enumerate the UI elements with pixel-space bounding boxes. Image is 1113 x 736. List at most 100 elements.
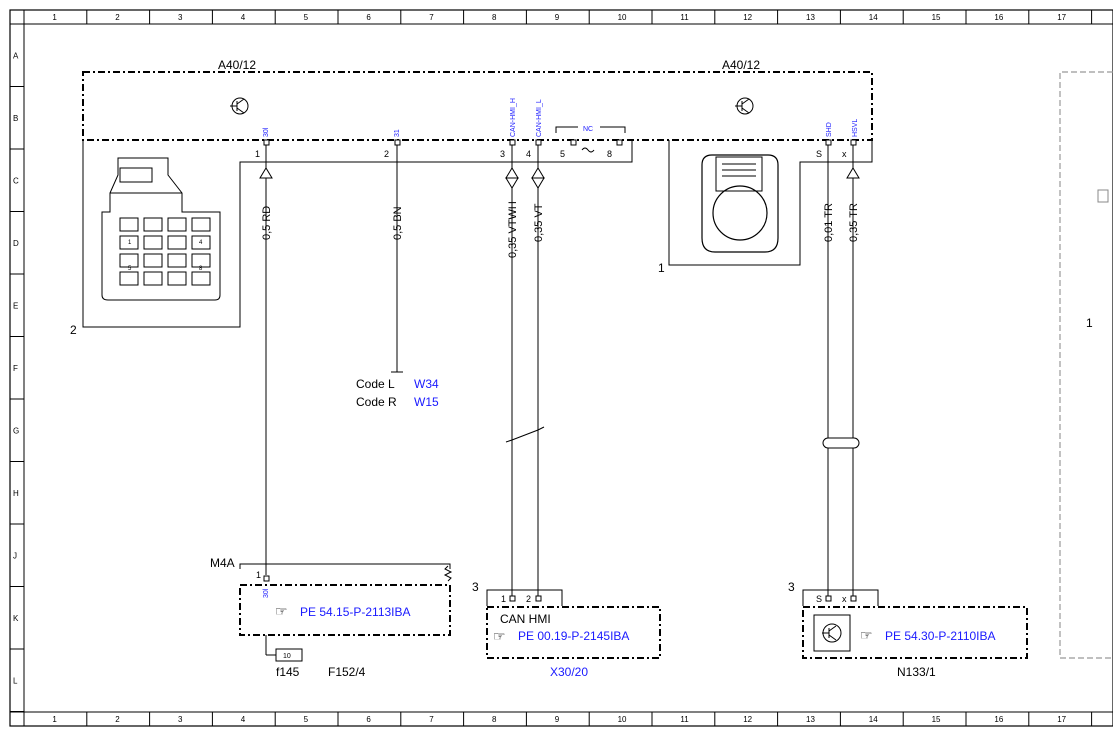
wire-label-vt: 0,35 VT [533,203,545,242]
can-hmi-label: CAN HMI [500,612,551,626]
pe-ref-54-30[interactable]: PE 54.30-P-2110IBA [885,629,996,643]
col-label-5: 5 [304,715,309,724]
round-connector-icon [701,154,779,253]
row-label-F: F [13,364,18,373]
wire-direction-arrow-icon-2 [846,167,860,179]
pin-num-5: 5 [560,149,565,159]
row-label-K: K [13,614,19,623]
resistor-icon [443,565,453,582]
module-pins [263,139,857,146]
n133-connector-num: 3 [788,580,795,594]
pin-num-2: 2 [384,149,389,159]
col-label-6: 6 [366,13,371,22]
column-ticks: 1122334455667788991010111112121313141415… [52,10,1093,726]
col-label-9: 9 [555,715,560,724]
col-label-3: 3 [178,715,183,724]
col-label-3: 3 [178,13,183,22]
a40-12-label-left: A40/12 [218,58,256,72]
col-label-14: 14 [869,715,878,724]
pin-num-x: x [842,149,847,159]
pin-label-hsvl: HSVL [852,119,859,137]
x30-20-box [486,606,661,659]
wire-label-tr-001: 0,01 TR [823,203,835,242]
row-label-H: H [13,489,19,498]
row-label-B: B [13,114,18,123]
right-partial-icon [1097,189,1109,203]
pin-num-s: S [816,149,822,159]
m4a-pin-signal: 30l [263,588,270,598]
col-label-15: 15 [932,715,941,724]
n133-pin-s: S [816,594,822,604]
svg-text:1: 1 [128,240,132,246]
reference-hand-icon-3: ☞ [860,627,873,643]
a40-12-module-box [82,71,873,141]
bidirectional-arrow-icon [505,167,545,189]
connector-1-label: 1 [658,261,665,275]
col-label-10: 10 [618,13,627,22]
row-label-J: J [13,551,17,560]
wire-label-tr-035: 0,35 TR [848,203,860,242]
col-label-4: 4 [241,13,246,22]
transistor-icon-left [230,97,249,115]
f152-4-box [239,584,451,636]
col-label-13: 13 [806,13,815,22]
col-label-17: 17 [1057,13,1066,22]
pe-ref-54-15[interactable]: PE 54.15-P-2113IBA [300,605,411,619]
x30-connector-num: 3 [472,580,479,594]
wire-label-bn: 0,5 BN [392,206,404,240]
fuse-value: 10 [283,653,291,660]
x30-pin-2: 2 [526,594,531,604]
m4a-pin [263,575,270,582]
col-label-4: 4 [241,715,246,724]
x30-20-label: X30/20 [550,665,588,679]
a40-12-label-right: A40/12 [722,58,760,72]
row-label-E: E [13,301,18,310]
connector-housing-right [668,140,873,266]
transistor-icon-right [735,97,754,115]
m4a-pin-num: 1 [256,570,261,580]
right-module-label: 1 [1086,316,1093,330]
col-label-10: 10 [618,715,627,724]
svg-text:4: 4 [199,240,203,246]
col-label-15: 15 [932,13,941,22]
wire-label-rd: 0,5 RD [261,206,273,240]
svg-text:8: 8 [199,266,203,272]
right-partial-module [1059,71,1113,659]
col-label-7: 7 [429,715,434,724]
col-label-11: 11 [680,13,689,22]
row-label-D: D [13,239,19,248]
code-l-label: Code L [356,377,395,391]
code-r-value: W15 [414,395,439,409]
col-label-1: 1 [52,13,57,22]
col-label-16: 16 [994,715,1003,724]
m4a-bracket [239,563,451,569]
row-label-A: A [13,51,19,60]
col-label-14: 14 [869,13,878,22]
transistor-icon-n133 [822,623,842,643]
row-label-L: L [13,676,18,685]
n133-transistor-frame [813,614,851,652]
col-label-5: 5 [304,13,309,22]
col-label-12: 12 [743,13,752,22]
m4a-label: M4A [210,556,235,570]
svg-text:5: 5 [128,266,132,272]
reference-hand-icon: ☞ [275,603,288,619]
n133-1-box [802,606,1028,659]
fuse-icon [275,648,303,662]
col-label-8: 8 [492,13,497,22]
code-r-label: Code R [356,395,397,409]
pin-label-31: 31 [394,129,401,137]
col-label-2: 2 [115,715,120,724]
code-l-value: W34 [414,377,439,391]
col-label-13: 13 [806,715,815,724]
f152-4-label: F152/4 [328,665,366,679]
n133-pin-x: x [842,594,847,604]
wire-label-vtwh: 0,35 VTWH [507,201,519,258]
f145-label: f145 [276,665,300,679]
col-label-8: 8 [492,715,497,724]
pin-num-1: 1 [255,149,260,159]
col-label-6: 6 [366,715,371,724]
pe-ref-00-19[interactable]: PE 00.19-P-2145IBA [518,629,629,643]
pin-num-3: 3 [500,149,505,159]
